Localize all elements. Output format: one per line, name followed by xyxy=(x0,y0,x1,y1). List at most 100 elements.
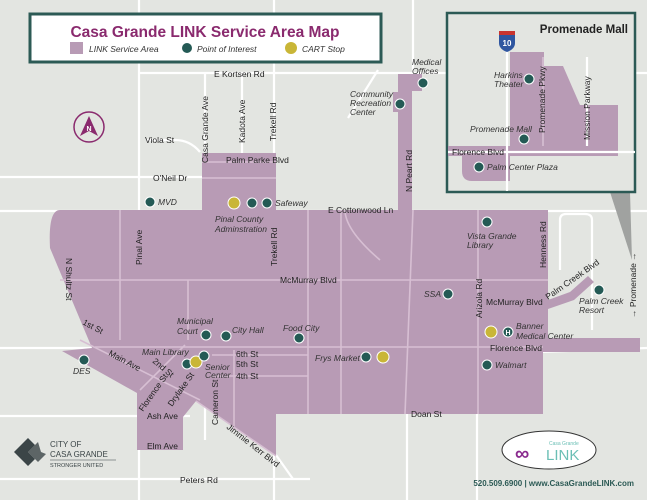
poi-frys-market xyxy=(360,351,372,363)
service-area-main xyxy=(49,210,640,456)
label-banner-1: Banner xyxy=(516,321,545,331)
label-mcmurray: McMurray Blvd xyxy=(280,275,337,285)
legend-label-service-area: LINK Service Area xyxy=(89,44,159,54)
interstate-shield-icon xyxy=(499,33,515,52)
poi-city-hall xyxy=(220,330,232,342)
label-viola: Viola St xyxy=(145,135,175,145)
legend-label-poi: Point of Interest xyxy=(197,44,257,54)
service-area-palm-creek xyxy=(548,276,594,309)
label-des: DES xyxy=(73,366,91,376)
label-elm: Elm Ave xyxy=(147,441,178,451)
label-pinal-county-1: Pinal County xyxy=(215,214,264,224)
city-of-casa-grande-logo: CITY OF CASA GRANDE STRONGER UNITED xyxy=(14,438,116,469)
label-mvd: MVD xyxy=(158,197,177,207)
cart-stop-pinal-county xyxy=(227,196,241,210)
label-vista-1: Vista Grande xyxy=(467,231,517,241)
label-inset-florence: Florence Blvd xyxy=(452,147,504,157)
internal-roads xyxy=(60,161,548,457)
label-harkins-2: Theater xyxy=(494,79,524,89)
label-promenade-arrow: → Promenade → xyxy=(628,252,638,318)
road-curve xyxy=(344,209,381,261)
service-area-medical xyxy=(398,74,422,91)
hospital-icon-letter: H xyxy=(505,330,510,337)
road-jimmie-kerr-end xyxy=(275,454,294,480)
road-viola xyxy=(146,138,201,153)
poi-vista-grande-library xyxy=(481,216,493,228)
label-community-3: Center xyxy=(350,107,377,117)
label-palm-center: Palm Center Plaza xyxy=(487,162,558,172)
legend-label-cart: CART Stop xyxy=(302,44,345,54)
points-of-interest: Community Recreation Center Medical Offi… xyxy=(73,57,624,380)
poi-community-center xyxy=(394,98,406,110)
label-henness: Henness Rd xyxy=(538,221,548,268)
label-oneil: O'Neil Dr xyxy=(153,173,187,183)
contact-info: 520.509.6900 | www.CasaGrandeLINK.com xyxy=(473,479,634,488)
label-walmart: Walmart xyxy=(495,360,527,370)
label-cottonwood: E Cottonwood Ln xyxy=(328,205,393,215)
label-shultz: N Shultz St xyxy=(64,258,74,301)
city-logo-line3: STRONGER UNITED xyxy=(50,463,103,469)
poi-medical-offices xyxy=(417,77,429,89)
label-senior-2: Center xyxy=(205,370,232,380)
promenade-inset: Promenade Mall 10 Harkins Theater Promen… xyxy=(445,11,637,260)
compass-letter: N xyxy=(86,126,91,133)
link-logo-word: LINK xyxy=(546,447,579,464)
poi-harkins-theater xyxy=(523,73,535,85)
label-safeway: Safeway xyxy=(275,198,308,208)
label-food-city: Food City xyxy=(283,323,320,333)
label-cameron: Cameron St xyxy=(210,379,220,425)
poi-pinal-county xyxy=(246,197,258,209)
label-doan: Doan St xyxy=(411,409,442,419)
label-frys: Frys Market xyxy=(315,353,361,363)
map-title: Casa Grande LINK Service Area Map xyxy=(70,24,339,41)
north-arrow-icon: N xyxy=(73,111,105,143)
label-community-2: Recreation xyxy=(350,98,391,108)
label-peters: Peters Rd xyxy=(180,475,218,485)
svg-text:∞: ∞ xyxy=(515,443,529,465)
label-vista-2: Library xyxy=(467,240,494,250)
label-city-hall: City Hall xyxy=(232,325,265,335)
inset-area-palm-center xyxy=(462,155,510,181)
label-banner-2: Medical Center xyxy=(516,331,574,341)
label-pinal: Pinal Ave xyxy=(134,229,144,265)
label-mission-parkway: Mission Parkway xyxy=(582,75,592,140)
label-palm-parke: Palm Parke Blvd xyxy=(226,155,289,165)
hospital-icon xyxy=(502,326,514,338)
interstate-shield-top xyxy=(499,31,515,35)
label-ash: Ash Ave xyxy=(147,411,178,421)
label-4th: 4th St xyxy=(236,371,259,381)
poi-ssa xyxy=(442,288,454,300)
road-palm-creek-loop xyxy=(558,212,594,330)
label-municipal-2: Court xyxy=(177,326,198,336)
label-palm-creek-1: Palm Creek xyxy=(579,296,624,306)
cart-stop-banner xyxy=(484,325,498,339)
label-florence-blvd: Florence Blvd xyxy=(490,343,542,353)
poi-promenade-mall xyxy=(518,133,530,145)
poi-food-city xyxy=(293,332,305,344)
inset-pointer xyxy=(610,192,632,260)
poi-safeway xyxy=(261,197,273,209)
label-5th: 5th St xyxy=(236,359,259,369)
poi-municipal-court xyxy=(200,329,212,341)
road-jimmie-kerr xyxy=(195,400,277,457)
link-logo-subtitle: Casa Grande xyxy=(549,441,579,447)
interstate-number: 10 xyxy=(503,39,512,48)
legend-box: Casa Grande LINK Service Area Map LINK S… xyxy=(28,12,383,64)
label-arizola: Arizola Rd xyxy=(474,279,484,318)
label-senior-1: Senior xyxy=(205,362,231,372)
legend-swatch-cart-icon xyxy=(285,42,297,54)
label-promenade-mall: Promenade Mall xyxy=(470,124,533,134)
label-ssa: SSA xyxy=(424,289,441,299)
label-trekell-south: Trekell Rd xyxy=(269,227,279,266)
label-community-1: Community xyxy=(350,89,394,99)
label-main-library: Main Library xyxy=(142,347,190,357)
inset-title: Promenade Mall xyxy=(540,24,628,36)
poi-walmart xyxy=(481,359,493,371)
label-harkins-1: Harkins xyxy=(494,70,524,80)
poi-palm-creek-resort xyxy=(593,284,605,296)
road-community xyxy=(347,69,379,119)
label-kortsen: E Kortsen Rd xyxy=(214,69,265,79)
label-trekell: Trekell Rd xyxy=(268,102,278,141)
label-kadota: Kadota Ave xyxy=(237,99,247,143)
